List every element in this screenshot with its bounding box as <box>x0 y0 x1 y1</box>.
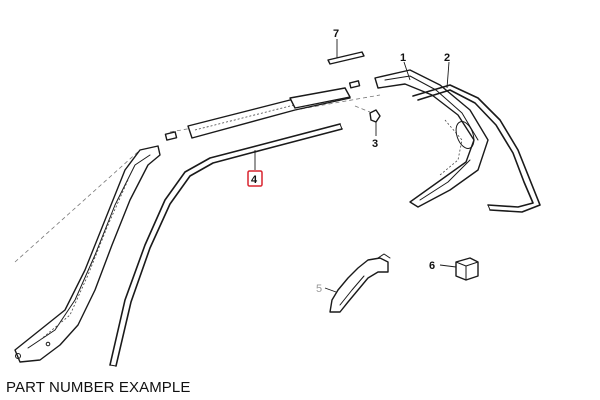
outer-seal-part-2 <box>412 61 541 213</box>
callout-2[interactable]: 2 <box>444 52 450 64</box>
callout-1[interactable]: 1 <box>400 52 406 64</box>
bracket-part-5 <box>324 253 391 313</box>
a-pillar-trim <box>14 145 161 363</box>
quarter-trim-part-1 <box>374 61 489 208</box>
callout-4-highlight <box>247 170 263 187</box>
clip-part-6 <box>439 257 479 281</box>
roof-drip-moulding <box>164 80 361 141</box>
caption-text: PART NUMBER EXAMPLE <box>6 379 191 396</box>
screw-part-3 <box>354 105 381 136</box>
callout-7[interactable]: 7 <box>333 28 339 40</box>
callout-4[interactable]: 4 <box>251 174 258 186</box>
callout-5[interactable]: 5 <box>316 283 322 295</box>
callout-6[interactable]: 6 <box>429 260 435 272</box>
small-trim-strip-part-7 <box>327 39 365 65</box>
callout-3[interactable]: 3 <box>372 138 378 150</box>
window-seal-part-4 <box>109 123 343 367</box>
